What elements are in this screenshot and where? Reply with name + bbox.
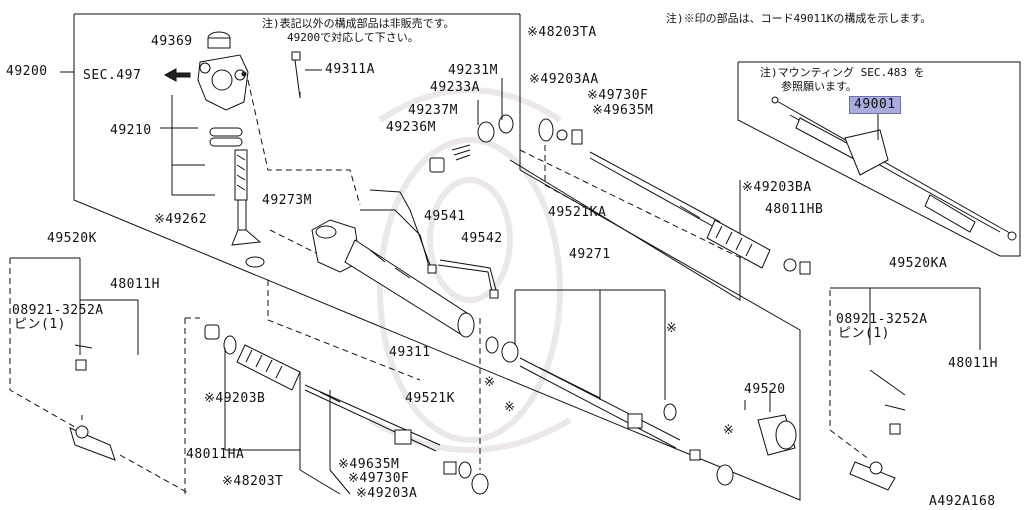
pipes [360,189,499,299]
boot-left [204,324,489,495]
asterisk-mark: ※ [666,321,678,336]
label-49520k[interactable]: 49520K [47,231,97,246]
label-49635m-bottom[interactable]: ※49635M [338,457,400,472]
rack-49271 [485,289,701,461]
label-49203a[interactable]: ※49203A [356,486,418,501]
label-49730f-bottom[interactable]: ※49730F [348,471,410,486]
label-pin-left[interactable]: ピン(1) [14,317,66,332]
rack-housing [311,219,475,338]
seal-parts-top [429,78,514,173]
label-48011h-left[interactable]: 48011H [110,277,160,292]
label-49542[interactable]: 49542 [461,231,503,246]
label-49233a[interactable]: 49233A [430,80,480,95]
label-48011h-right[interactable]: 48011H [948,356,998,371]
label-49203aa[interactable]: ※49203AA [529,72,599,87]
label-49210[interactable]: 49210 [110,123,152,138]
label-49271[interactable]: 49271 [569,247,611,262]
inner-rack-right [538,118,811,275]
pinion-housing [163,31,322,111]
note-not-sold-1: 注)表記以外の構成部品は非販売です。 [262,17,455,30]
frame-49200 [73,14,801,501]
label-08921-left[interactable]: 08921-3252A [12,303,104,318]
label-49541[interactable]: 49541 [424,209,466,224]
asterisk-mark: ※ [504,400,516,415]
label-49203b[interactable]: ※49203B [204,391,266,406]
label-49369[interactable]: 49369 [151,34,193,49]
label-08921-right[interactable]: 08921-3252A [836,312,928,327]
label-49236m[interactable]: 49236M [386,120,436,135]
label-49311a[interactable]: 49311A [325,62,375,77]
note-mounting-2: 参照願います。 [781,80,857,93]
label-49521ka[interactable]: 49521KA [548,205,607,220]
complete-assembly [771,96,1017,241]
note-component-code: 注)※印の部品は、コード49011Kの構成を示します。 [666,12,932,25]
label-49237m[interactable]: 49237M [408,103,458,118]
label-48203ta[interactable]: ※48203TA [527,25,597,40]
bushing-49520 [716,390,797,486]
label-48203t[interactable]: ※48203T [222,474,284,489]
label-49521k[interactable]: 49521K [405,391,455,406]
note-mounting-1: 注)マウンティング SEC.483 を [760,66,925,79]
label-sec497[interactable]: SEC.497 [83,68,142,83]
label-49273m[interactable]: 49273M [262,193,312,208]
label-49520[interactable]: 49520 [744,382,786,397]
label-49730f-top[interactable]: ※49730F [587,88,649,103]
asterisk-mark: ※ [484,375,496,390]
label-49311[interactable]: 49311 [389,345,431,360]
label-49520ka[interactable]: 49520KA [889,256,948,271]
label-49001[interactable]: 49001 [849,96,901,114]
label-49635m-top[interactable]: ※49635M [592,103,654,118]
label-49262[interactable]: ※49262 [154,212,208,227]
label-48011ha[interactable]: 48011HA [186,447,245,462]
note-not-sold-2: 49200で対応して下さい。 [287,31,419,44]
tie-rod-end-left [10,257,139,461]
label-pin-right[interactable]: ピン(1) [838,326,890,341]
seal-rings [160,95,243,196]
label-49203ba[interactable]: ※49203BA [742,180,812,195]
pinion-shaft [231,149,265,268]
label-49200[interactable]: 49200 [6,64,48,79]
figure-code: A492A168 [929,494,996,509]
asterisk-mark: ※ [723,423,735,438]
frame-49001 [737,61,1021,257]
label-49231m[interactable]: 49231M [448,63,498,78]
label-48011hb[interactable]: 48011HB [765,202,824,217]
tie-rod-end-right [830,287,981,491]
